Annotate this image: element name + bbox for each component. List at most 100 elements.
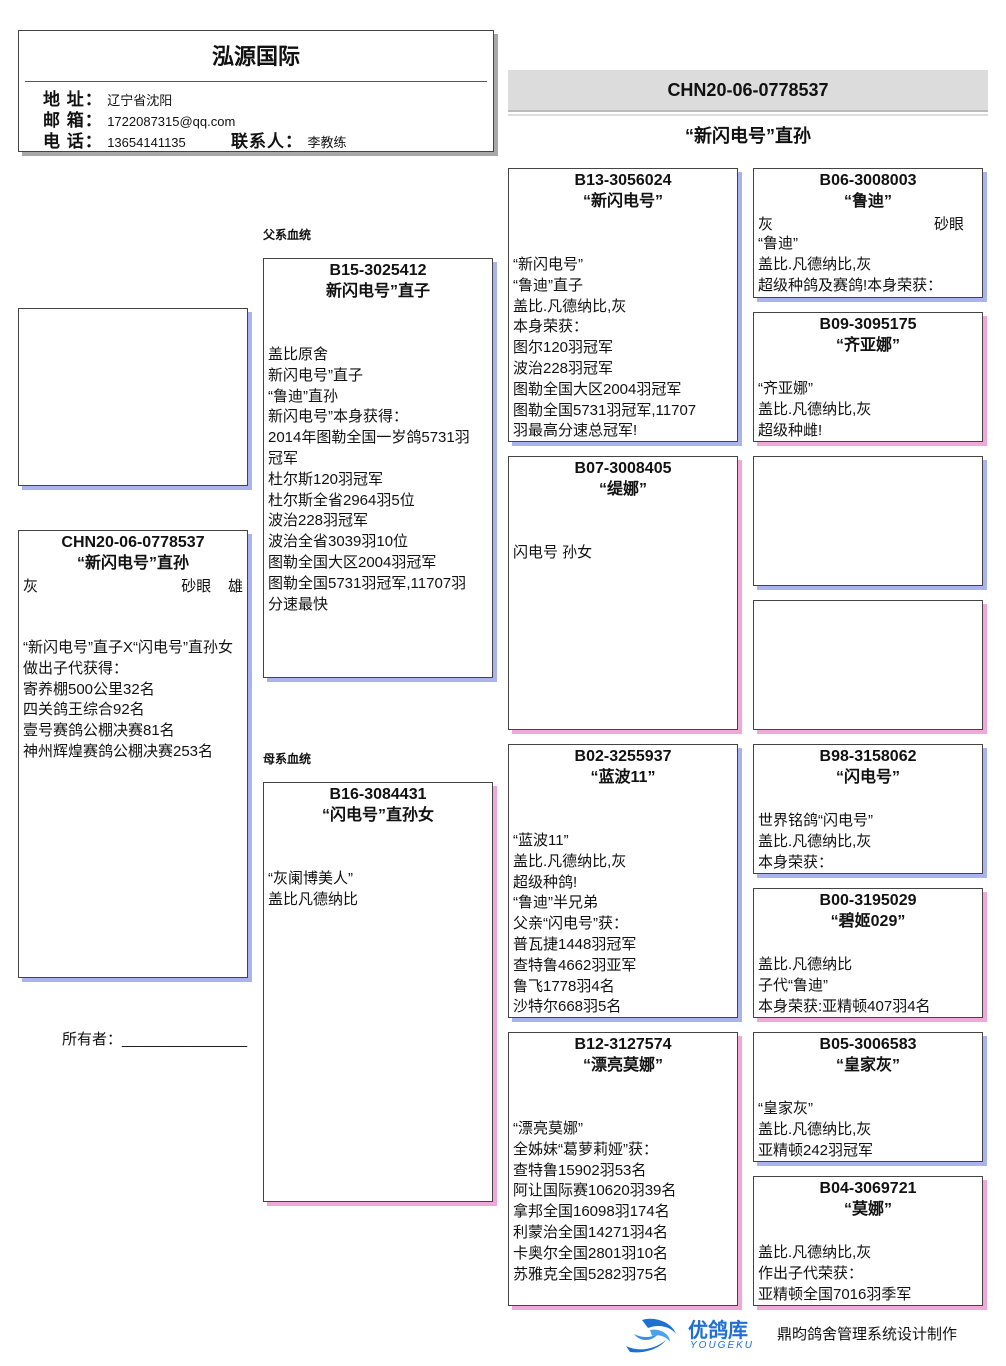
sire-dam-card: B07-3008405 “缇娜” 闪电号 孙女 [508, 456, 738, 730]
note-line: 图勒全国5731羽冠军,11707 [513, 401, 697, 419]
dss-name: “闪电号” [835, 769, 900, 786]
note-line: 波治228羽冠军 [513, 359, 614, 377]
note-line: 子代“鲁迪” [758, 976, 828, 994]
note-line: 波治全省3039羽10位 [268, 533, 409, 551]
note-line: 图尔120羽冠军 [513, 339, 614, 357]
phone-label: 电 话： [43, 132, 103, 151]
ssd-notes: “齐亚娜” 盖比.凡德纳比,灰 超级种雌! [754, 379, 982, 441]
note-line: 盖比原舍 [268, 346, 329, 363]
note-line: “新闪电号” [513, 256, 583, 273]
email-label: 邮 箱： [43, 111, 103, 130]
ddd-notes: 盖比.凡德纳比,灰 作出子代荣获： 亚精顿全国7016羽季军 [754, 1243, 982, 1305]
note-line: 盖比.凡德纳比 [758, 956, 853, 973]
note-line: 盖比凡德纳比 [268, 890, 359, 908]
ss-ring: B13-3056024 [574, 172, 672, 189]
dss-notes: 世界铭鸽“闪电号” 盖比.凡德纳比,灰 本身荣获： [754, 811, 982, 873]
note-line: 杜尔斯全省2964羽5位 [268, 491, 415, 509]
subject-name: “新闪电号”直孙 [76, 555, 189, 572]
note-line: 超级种鸽! [513, 873, 578, 891]
note-line: 本身荣获:亚精顿407羽4名 [758, 997, 931, 1015]
sire-card: B15-3025412 新闪电号”直子 盖比原舍 新闪电号”直子 “鲁迪”直孙 … [263, 258, 493, 678]
owner-label: 所有者： [62, 1031, 123, 1048]
note-line: 拿邦全国16098羽174名 [513, 1203, 670, 1221]
note-line: “鲁迪”直子 [513, 276, 583, 294]
sdd-card [753, 600, 983, 730]
dam-dam-card: B12-3127574 “漂亮莫娜” “漂亮莫娜” 全姊妹“葛萝莉娅”获： 查特… [508, 1032, 738, 1306]
note-line: 2014年图勒全国一岁鸽5731羽 [268, 429, 470, 447]
sire-ring: B15-3025412 [329, 262, 427, 279]
brand-logo: 优鸽库 YOUGEKU [620, 1312, 770, 1356]
ssd-ring: B09-3095175 [819, 316, 917, 333]
title-divider [25, 81, 487, 82]
owner-value: _______________ [122, 1031, 248, 1048]
dds-name: “皇家灰” [835, 1057, 900, 1074]
note-line: 图勒全国5731羽冠军,11707羽 [268, 574, 467, 592]
ds-name: “蓝波11” [590, 769, 656, 786]
logo-cn: 优鸽库 [688, 1320, 748, 1342]
note-line: 分速最快 [268, 595, 329, 613]
note-line: 波治228羽冠军 [268, 512, 369, 530]
sss-eye: 砂眼 [933, 216, 964, 233]
address-value: 辽宁省沈阳 [107, 93, 173, 108]
note-line: 苏雅克全国5282羽75名 [513, 1265, 669, 1283]
note-line: “鲁迪”半兄弟 [513, 894, 598, 912]
note-line: 神州辉煌赛鸽公棚决赛253名 [23, 742, 214, 760]
note-line: “鲁迪” [758, 235, 798, 252]
ds-ring: B02-3255937 [574, 748, 672, 765]
mother-line-label: 母系血统 [263, 752, 312, 766]
sss-ring: B06-3008003 [819, 172, 917, 189]
note-line: 图勒全国大区2004羽冠军 [268, 553, 437, 571]
sd-ring: B07-3008405 [574, 460, 672, 477]
note-line: “齐亚娜” [758, 380, 813, 397]
note-line: 盖比.凡德纳比,灰 [758, 1244, 872, 1261]
dam-ring: B16-3084431 [329, 786, 427, 803]
sss-notes: “鲁迪” 盖比.凡德纳比,灰 超级种鸽及赛鸽!本身荣获： [754, 234, 982, 296]
dsd-card: B00-3195029 “碧姬029” 盖比.凡德纳比 子代“鲁迪” 本身荣获:… [753, 888, 983, 1018]
note-line: 盖比.凡德纳比,灰 [513, 297, 627, 315]
ddd-name: “莫娜” [843, 1201, 892, 1218]
banner-underline [508, 114, 988, 116]
note-line: 查特鲁15902羽53名 [513, 1161, 647, 1179]
sd-name: “缇娜” [598, 481, 647, 498]
dsd-name: “碧姬029” [830, 913, 906, 930]
dam-sire-card: B02-3255937 “蓝波11” “蓝波11” 盖比.凡德纳比,灰 超级种鸽… [508, 744, 738, 1018]
note-line: 杜尔斯120羽冠军 [268, 470, 384, 488]
note-line: “灰阑博美人” [268, 870, 353, 887]
contact-label: 联系人： [231, 132, 303, 151]
banner-ring: CHN20-06-0778537 [667, 80, 829, 100]
note-line: 壹号赛鸽公棚决赛81名 [23, 722, 175, 740]
note-line: 世界铭鸽“闪电号” [758, 812, 873, 829]
note-line: 闪电号 孙女 [513, 544, 593, 561]
note-line: 盖比.凡德纳比,灰 [513, 852, 627, 870]
phone-row: 电 话： 13654141135 [43, 127, 186, 152]
note-line: “皇家灰” [758, 1100, 813, 1117]
sss-attrs: 灰 砂眼 [754, 213, 982, 234]
banner-name: “新闪电号”直孙 [685, 126, 811, 146]
sds-card [753, 456, 983, 586]
email-value: 1722087315@qq.com [107, 114, 236, 129]
note-line: “鲁迪”直孙 [268, 387, 338, 405]
sss-name: “鲁迪” [843, 193, 892, 210]
phone-value: 13654141135 [107, 135, 186, 150]
loft-title: 泓源国际 [211, 44, 300, 69]
dss-card: B98-3158062 “闪电号” 世界铭鸽“闪电号” 盖比.凡德纳比,灰 本身… [753, 744, 983, 874]
dam-name: “闪电号”直孙女 [321, 807, 434, 824]
note-line: 鲁飞1778羽4名 [513, 977, 615, 995]
note-line: 本身荣获： [513, 318, 589, 336]
sire-name: 新闪电号”直子 [325, 283, 430, 300]
ssd-name: “齐亚娜” [835, 337, 900, 354]
note-line: 做出子代获得： [23, 659, 129, 677]
logo-en: YOUGEKU [690, 1340, 755, 1351]
dd-ring: B12-3127574 [574, 1036, 672, 1053]
dds-card: B05-3006583 “皇家灰” “皇家灰” 盖比.凡德纳比,灰 亚精顿242… [753, 1032, 983, 1162]
note-line: 本身荣获： [758, 853, 834, 871]
owner-row: 所有者：_______________ [62, 1028, 247, 1049]
dsd-notes: 盖比.凡德纳比 子代“鲁迪” 本身荣获:亚精顿407羽4名 [754, 955, 982, 1017]
note-line: 利蒙治全国14271羽4名 [513, 1223, 669, 1241]
note-line: 四关鸽王综合92名 [23, 701, 145, 719]
note-line: 盖比.凡德纳比,灰 [758, 255, 872, 273]
note-line: 新闪电号”本身获得： [268, 408, 408, 426]
pedigree-banner: CHN20-06-0778537 [508, 70, 988, 112]
loft-info-card: 泓源国际 地 址： 辽宁省沈阳 邮 箱： 1722087315@qq.com 电… [18, 30, 494, 152]
note-line: 盖比.凡德纳比,灰 [758, 400, 872, 418]
